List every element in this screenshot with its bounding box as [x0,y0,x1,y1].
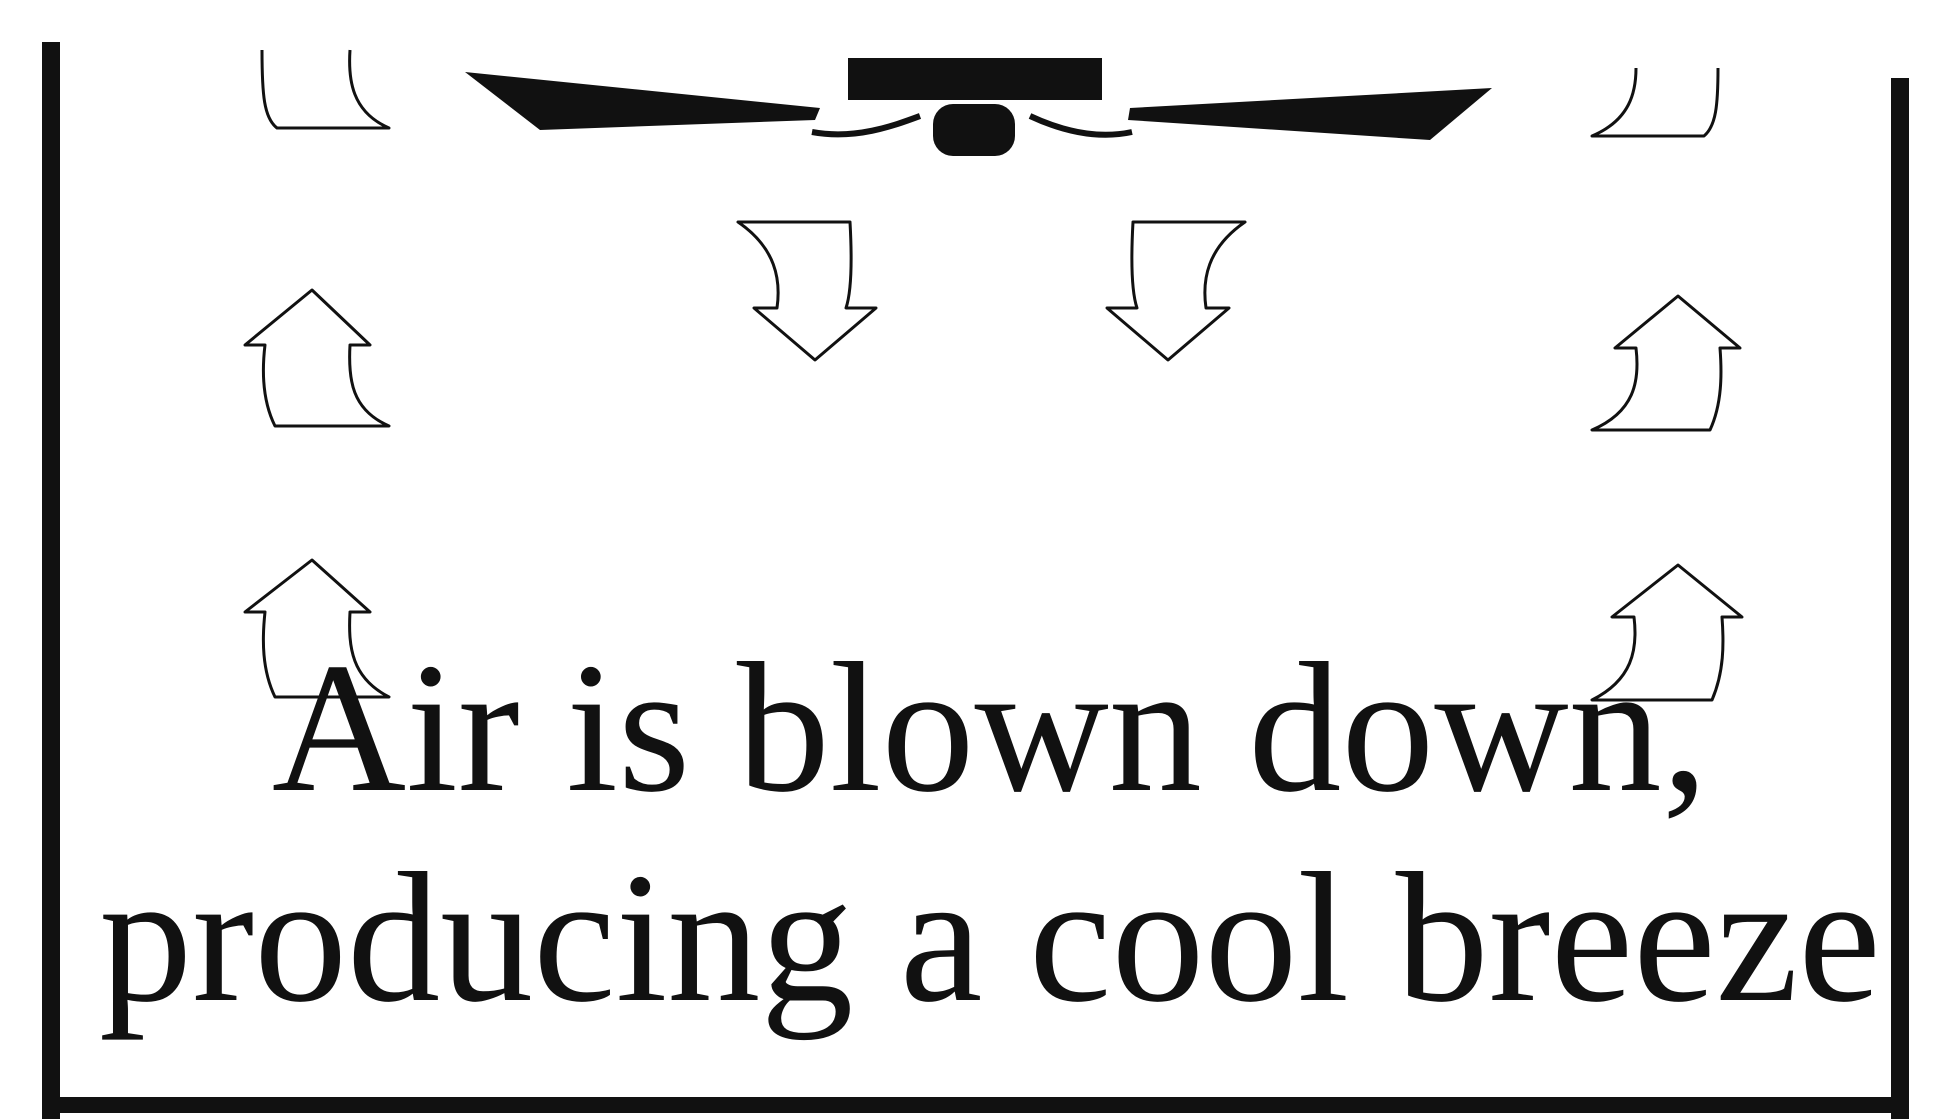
arrow-up-left-upper [245,290,389,426]
arrow-down-left [738,222,876,360]
ceiling-fan-icon [465,58,1492,156]
fan-motor-housing [933,104,1015,156]
arrow-down-icon [738,222,1245,360]
room-floor [42,1097,1909,1113]
arrow-tail-top-left [262,50,389,128]
arrow-up-right-upper [1592,296,1740,430]
fan-arm-left [812,116,920,134]
fan-ceiling-mount [848,58,1102,100]
fan-blade-right [1128,88,1492,140]
arrow-down-right [1107,222,1245,360]
room-right-wall [1891,78,1909,1119]
caption-line-2: producing a cool breeze [99,835,1881,1041]
room-left-wall [42,42,60,1119]
fan-arm-right [1030,116,1132,135]
arrow-tail-top-right [1592,68,1718,136]
caption-line-1: Air is blown down, [272,625,1708,831]
fan-blade-left [465,72,820,130]
